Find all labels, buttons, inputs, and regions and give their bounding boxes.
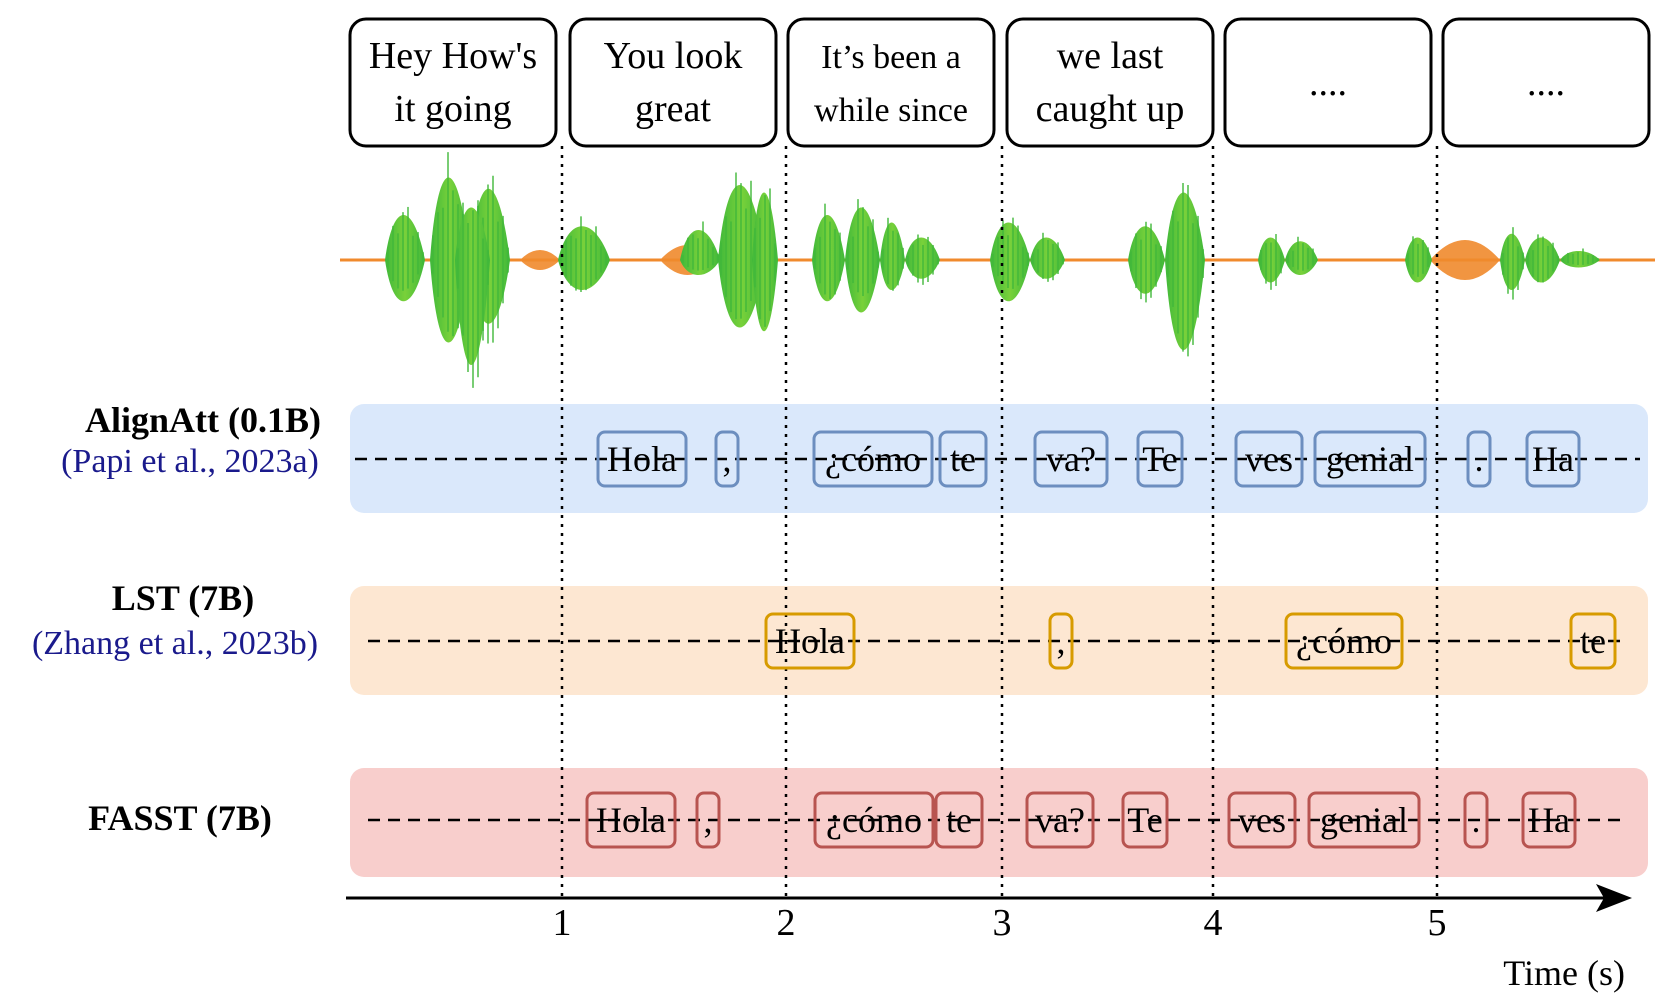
fasst-token-box: [813, 791, 935, 849]
utterance-segment-text: You look: [604, 35, 743, 77]
fasst-token-box: [1025, 791, 1095, 849]
utterance-segment-text: great: [635, 88, 711, 130]
alignatt-token-box: [714, 430, 740, 488]
lst-title: LST (7B): [112, 578, 254, 618]
utterance-segment-box: [1223, 17, 1433, 148]
fasst-token: te: [946, 800, 972, 840]
alignatt-token: Ha: [1532, 439, 1574, 479]
alignatt-token-box: [812, 430, 934, 488]
alignatt-token: Hola: [607, 439, 677, 479]
alignatt-token-box: [1234, 430, 1304, 488]
fasst-token-box: [695, 791, 721, 849]
fasst-token: va?: [1035, 800, 1085, 840]
alignatt-token-box: [938, 430, 988, 488]
fasst-token-box: [1307, 791, 1421, 849]
time-ticks: 1 2 3 4 5: [553, 902, 1447, 944]
lst-token: ¿cómo: [1296, 621, 1392, 661]
utterance-segment-text: we last: [1057, 35, 1164, 77]
fasst-token-box: [1121, 791, 1169, 849]
lst-token-box: [1569, 612, 1617, 670]
fasst-token: Hola: [596, 800, 666, 840]
alignatt-token-box: [1033, 430, 1109, 488]
lst-token-box: [1284, 612, 1404, 670]
fasst-token-box: [1227, 791, 1297, 849]
time-axis-label: Time (s): [1503, 953, 1625, 993]
alignatt-token: te: [950, 439, 976, 479]
alignatt-title: AlignAtt (0.1B): [85, 400, 321, 440]
utterance-segment-box: [1441, 17, 1651, 148]
alignatt-token: ,: [723, 439, 732, 479]
time-axis-arrow: [1596, 884, 1632, 912]
utterance-segment-text: while since: [814, 92, 968, 129]
lst-token: Hola: [775, 621, 845, 661]
fasst-token: ¿cómo: [826, 800, 922, 840]
utterance-segments: Hey How's it going You look great It’s been …: [348, 17, 1651, 148]
alignatt-token: va?: [1046, 439, 1096, 479]
utterance-segment-box: [348, 17, 558, 148]
fasst-title: FASST (7B): [88, 798, 272, 838]
utterance-segment-box: [786, 17, 996, 148]
fasst-token-box: [1463, 791, 1489, 849]
lst-token-box: [1048, 612, 1074, 670]
fasst-token-box: [934, 791, 984, 849]
time-tick-label: 2: [777, 902, 796, 944]
utterance-segment-text: It’s been a: [821, 39, 961, 76]
utterance-segment-text: it going: [394, 88, 511, 130]
lst-token-box: [764, 612, 856, 670]
time-tick-label: 4: [1204, 902, 1223, 944]
lst-token: te: [1580, 621, 1606, 661]
fasst-row-band: [350, 768, 1648, 877]
utterance-segment-text: caught up: [1036, 88, 1185, 130]
alignatt-token-box: [1525, 430, 1581, 488]
lst-token: ,: [1057, 621, 1066, 661]
alignatt-citation: (Papi et al., 2023a): [61, 443, 319, 480]
fasst-token: ,: [704, 800, 713, 840]
fasst-token: genial: [1320, 800, 1408, 840]
alignatt-token: .: [1475, 439, 1484, 479]
fasst-token-box: [1521, 791, 1577, 849]
utterance-segment-text: ....: [1527, 62, 1565, 104]
time-tick-label: 5: [1428, 902, 1447, 944]
fasst-token: Te: [1127, 800, 1162, 840]
alignatt-token-box: [1466, 430, 1492, 488]
alignatt-token-box: [596, 430, 688, 488]
time-tick-label: 3: [993, 902, 1012, 944]
time-tick-label: 1: [553, 902, 572, 944]
utterance-segment-text: ....: [1309, 62, 1347, 104]
alignatt-token: ves: [1245, 439, 1293, 479]
utterance-segment-box: [1005, 17, 1215, 148]
utterance-segment-text: Hey How's: [369, 35, 537, 77]
alignatt-token: Te: [1142, 439, 1177, 479]
utterance-segment-box: [568, 17, 778, 148]
fasst-token-box: [585, 791, 677, 849]
alignatt-token-box: [1313, 430, 1427, 488]
alignatt-token: genial: [1326, 439, 1414, 479]
fasst-token: ves: [1238, 800, 1286, 840]
alignatt-token: ¿cómo: [825, 439, 921, 479]
fasst-token: .: [1472, 800, 1481, 840]
lst-citation: (Zhang et al., 2023b): [32, 625, 318, 662]
alignatt-token-box: [1136, 430, 1184, 488]
speech-waveform: [340, 152, 1655, 388]
fasst-token: Ha: [1528, 800, 1570, 840]
